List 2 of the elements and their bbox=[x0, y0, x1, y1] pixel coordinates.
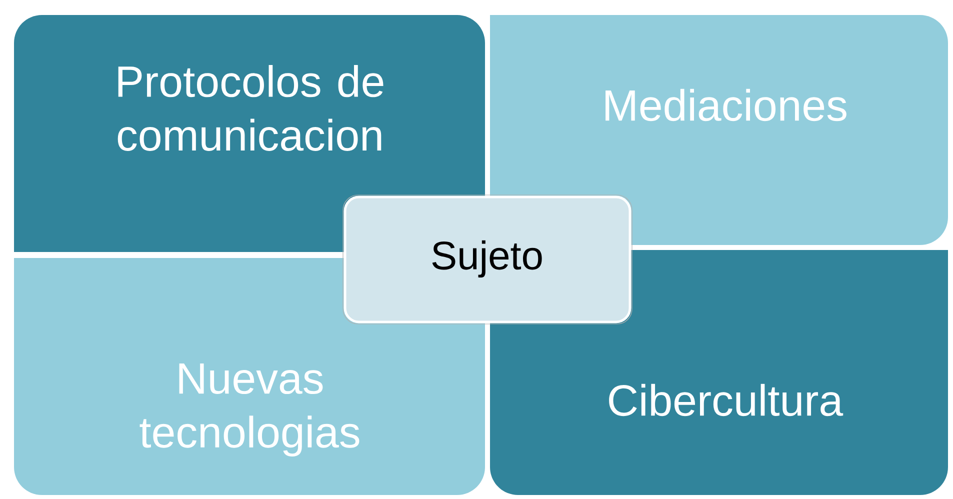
quadrant-box: Mediaciones bbox=[490, 15, 948, 245]
center-box: Sujeto bbox=[342, 194, 632, 324]
